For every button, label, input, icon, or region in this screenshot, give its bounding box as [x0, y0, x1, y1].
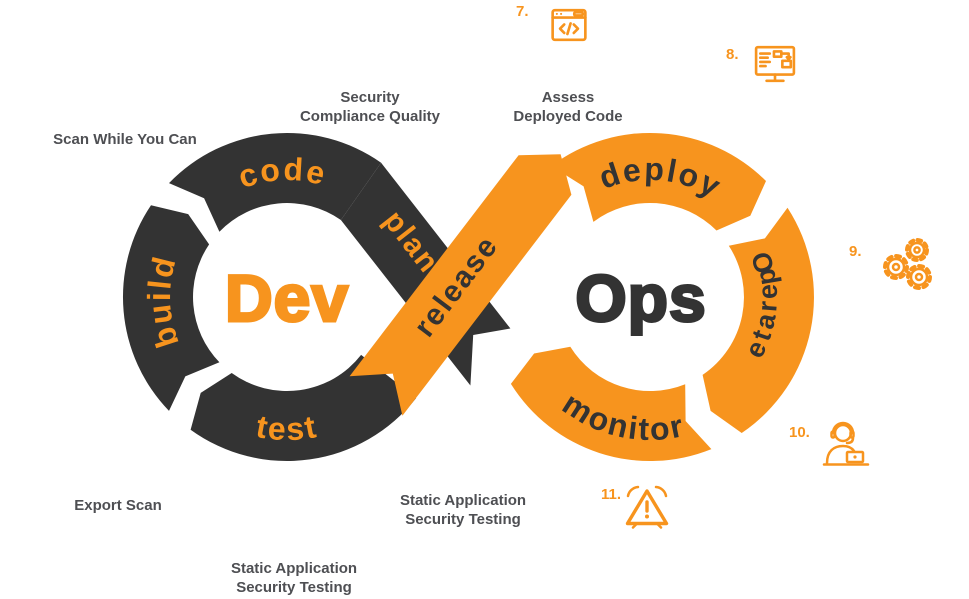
step-number-9: 9. [849, 243, 862, 260]
dev-label: Dev [225, 261, 349, 335]
operate-letter: r [752, 300, 783, 313]
code-segment [169, 133, 382, 232]
operate-segment [702, 207, 814, 433]
annotation-security-compliance-quality: Security Compliance Quality [299, 89, 441, 125]
step-number-10: 10. [789, 424, 810, 441]
annotation-scan-while-you-can: Scan While You Can [53, 131, 197, 148]
operate-letter: a [749, 310, 782, 332]
monitor-flowchart-icon [754, 45, 796, 83]
step-number-11: 11. [601, 486, 622, 503]
support-person-icon [822, 421, 870, 466]
deploy-segment [551, 132, 766, 231]
annotation-sast-center: Static Application Security Testing [399, 492, 527, 528]
ops-label: Ops [575, 261, 706, 335]
monitor-segment [510, 346, 712, 462]
operate-letter: e [753, 283, 784, 299]
test-segment [190, 354, 417, 462]
test-label: test [253, 408, 320, 447]
alarm-warning-icon [625, 485, 669, 529]
step-number-7: 7. [516, 3, 529, 20]
build-segment [122, 205, 220, 411]
gears-icon [883, 238, 932, 290]
annotation-sast-left: Static Application Security Testing [230, 560, 358, 596]
browser-code-icon [551, 8, 587, 42]
release-ribbon [349, 154, 572, 416]
annotation-export-scan: Export Scan [74, 497, 162, 514]
operate-letter: p [750, 266, 782, 287]
annotation-assess-deployed-code: Assess Deployed Code [513, 89, 623, 125]
step-number-8: 8. [726, 46, 739, 63]
